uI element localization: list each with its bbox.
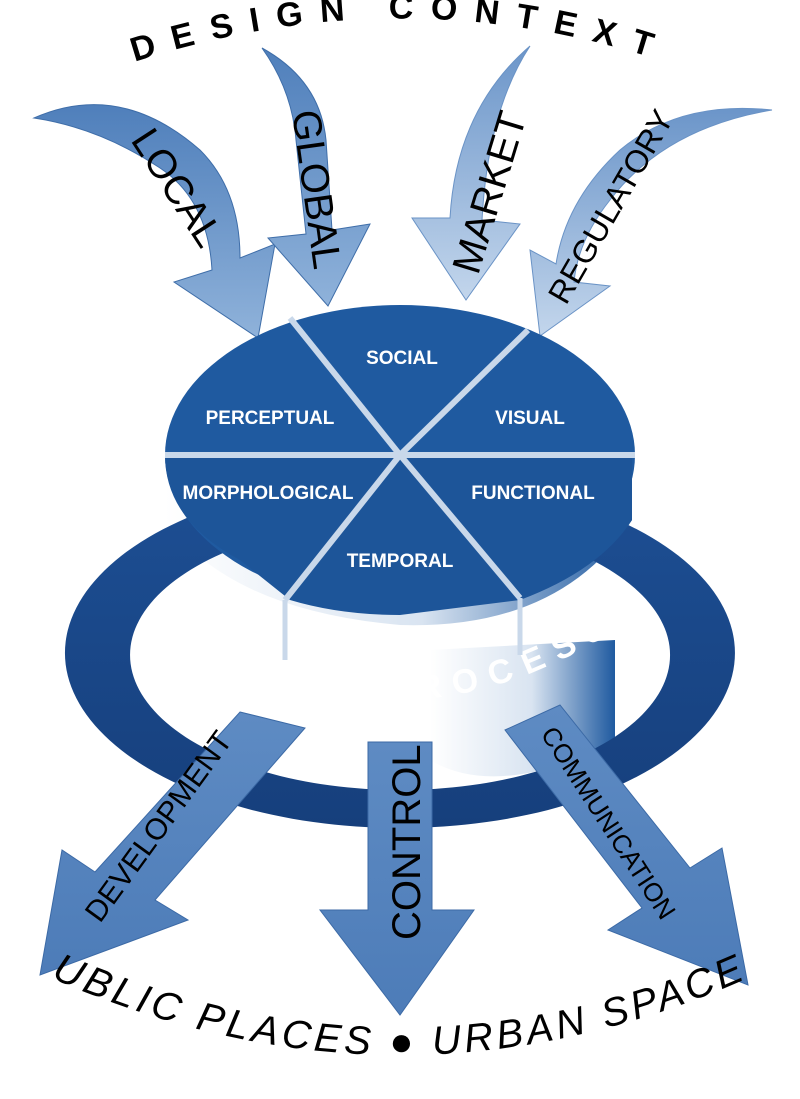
context-input-arrows xyxy=(32,45,773,339)
divider-upper-right xyxy=(397,327,531,458)
divider-lower-left xyxy=(282,453,403,602)
segment-perceptual: PERCEPTUAL xyxy=(206,408,335,429)
control-label: CONTROL xyxy=(385,744,429,940)
divider-upper-left xyxy=(287,316,403,457)
design-dimensions-disc xyxy=(165,305,635,660)
regulatory-label: REGULATORY xyxy=(541,104,681,310)
global-arrow xyxy=(261,47,371,307)
outcome-separator: ● xyxy=(389,1020,417,1064)
communication-arrow xyxy=(504,704,749,986)
development-arrow xyxy=(39,711,306,976)
market-arrow xyxy=(411,45,531,301)
design-context-title: DESIGN CONTEXT xyxy=(126,0,675,69)
segment-morphological: MORPHOLOGICAL xyxy=(183,483,354,504)
segment-social: SOCIAL xyxy=(366,348,438,369)
divider-lower-right xyxy=(397,453,523,600)
output-arrows xyxy=(39,704,749,1016)
disc-front-face xyxy=(165,455,632,615)
regulatory-arrow xyxy=(529,107,773,337)
segment-functional: FUNCTIONAL xyxy=(471,483,595,504)
control-arrow xyxy=(318,741,475,1016)
segment-temporal: TEMPORAL xyxy=(347,551,454,572)
disc-side-dividers xyxy=(282,598,523,660)
segment-visual: VISUAL xyxy=(495,408,565,429)
